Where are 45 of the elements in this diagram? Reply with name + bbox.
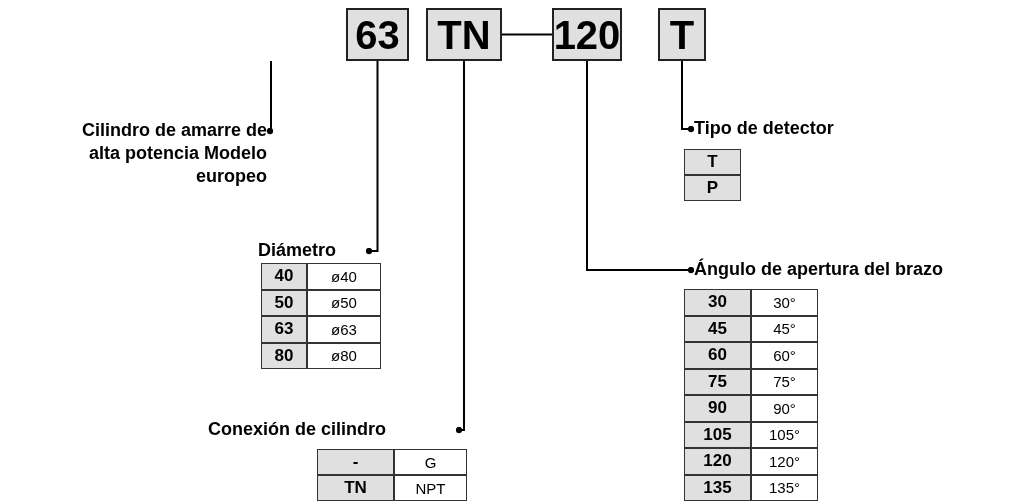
code-box: TN — [426, 8, 502, 61]
value-cell: G — [394, 449, 467, 475]
leader-line — [365, 60, 379, 255]
code-cell: 105 — [684, 421, 751, 448]
code-cell: TN — [317, 475, 394, 501]
code-cell: - — [317, 449, 394, 475]
value-cell: 45° — [751, 315, 818, 342]
option-heading: Cilindro de amarre de alta potencia Modelo europeo — [67, 119, 267, 191]
value-cell: ø63 — [307, 316, 381, 343]
code-box: 63 — [346, 8, 409, 61]
leader-line — [586, 60, 695, 274]
option-heading: Diámetro — [258, 239, 366, 263]
leader-line — [266, 60, 274, 135]
value-cell: NPT — [394, 475, 467, 501]
code-box: 120 — [552, 8, 622, 61]
code-box: T — [658, 8, 706, 61]
value-cell: 135° — [751, 474, 818, 501]
code-cell: 40 — [261, 263, 307, 290]
value-cell: 90° — [751, 395, 818, 422]
value-cell: 120° — [751, 448, 818, 475]
option-heading: Conexión de cilindro — [208, 418, 456, 442]
code-cell: 30 — [684, 289, 751, 316]
value-cell: 30° — [751, 289, 818, 316]
connector-line — [501, 33, 553, 36]
value-cell: 60° — [751, 342, 818, 369]
option-heading: Tipo de detector — [694, 117, 894, 141]
code-cell: P — [684, 175, 741, 201]
code-cell: T — [684, 149, 741, 175]
code-cell: 45 — [684, 315, 751, 342]
leader-line — [681, 60, 695, 133]
code-cell: 63 — [261, 316, 307, 343]
code-cell: 60 — [684, 342, 751, 369]
code-cell: 80 — [261, 342, 307, 369]
code-cell: 120 — [684, 448, 751, 475]
leader-line — [455, 60, 465, 434]
code-cell: 50 — [261, 289, 307, 316]
code-cell: 135 — [684, 474, 751, 501]
value-cell: 75° — [751, 368, 818, 395]
option-heading: Ángulo de apertura del brazo — [694, 258, 1030, 282]
code-cell: 75 — [684, 368, 751, 395]
value-cell: ø80 — [307, 342, 381, 369]
value-cell: ø50 — [307, 289, 381, 316]
value-cell: ø40 — [307, 263, 381, 290]
value-cell: 105° — [751, 421, 818, 448]
code-cell: 90 — [684, 395, 751, 422]
